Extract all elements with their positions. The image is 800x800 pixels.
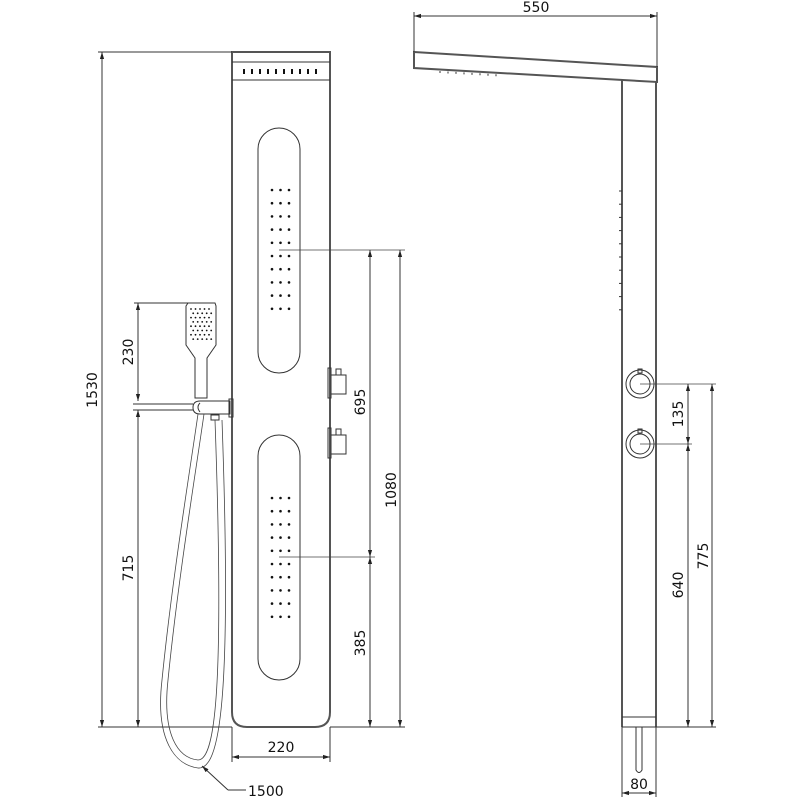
dim-panel-depth: 80: [621, 727, 657, 797]
dim-panel-width: 220: [231, 727, 331, 762]
dim-1500-label: 1500: [248, 784, 284, 800]
side-jet-ticks: [619, 190, 622, 311]
dim-valve-spacing: 135: [640, 383, 716, 728]
dim-220-label: 220: [268, 740, 295, 756]
dim-upper-valve-height: 775: [696, 384, 715, 727]
side-view: 550 135 640 775 80: [413, 0, 716, 797]
dim-holder-height: 715: [121, 410, 141, 727]
dim-775-label: 775: [696, 543, 712, 570]
upper-valve-dial: [625, 368, 655, 399]
top-vent-slots: [243, 69, 317, 74]
dim-640-label: 640: [671, 572, 687, 599]
dim-total-height: 1530: [85, 51, 232, 728]
upper-valve-knob: [327, 367, 347, 399]
lower-valve-dial: [625, 428, 655, 459]
dim-hand-shower-height: 230: [121, 302, 188, 401]
upper-jet-dots: [270, 188, 291, 311]
rain-head: [413, 50, 658, 84]
hand-shower: [185, 302, 217, 399]
hand-shower-holder: [133, 398, 234, 421]
front-view: 1530 230 715 1080 695 385: [85, 51, 405, 800]
dim-385-label: 385: [353, 630, 369, 657]
dim-valves-span: 695: [353, 250, 373, 557]
rain-head-nozzles: [439, 70, 497, 77]
lower-jet-panel: [257, 434, 301, 681]
dim-550-label: 550: [523, 0, 550, 16]
dim-upper-jets: 1080: [279, 249, 405, 728]
dim-135-label: 135: [671, 401, 687, 428]
dim-1080-label: 1080: [384, 472, 400, 508]
dim-80-label: 80: [630, 777, 648, 793]
dim-1530-label: 1530: [85, 372, 101, 408]
dim-lower-valve-height: 640: [671, 444, 691, 727]
lower-valve-knob: [327, 427, 347, 459]
upper-jet-panel: [257, 127, 301, 374]
hose-outlet: [635, 727, 643, 773]
dim-lower-jets: 385: [279, 556, 375, 727]
dim-hose-length: 1500: [201, 765, 284, 800]
lower-jet-dots: [270, 496, 291, 619]
dim-head-projection: 550: [413, 0, 658, 67]
panel-outline: [231, 51, 331, 728]
dim-715-label: 715: [121, 555, 137, 582]
shower-hose: [160, 413, 226, 769]
dim-230-label: 230: [121, 339, 137, 366]
dim-695-label: 695: [353, 389, 369, 416]
